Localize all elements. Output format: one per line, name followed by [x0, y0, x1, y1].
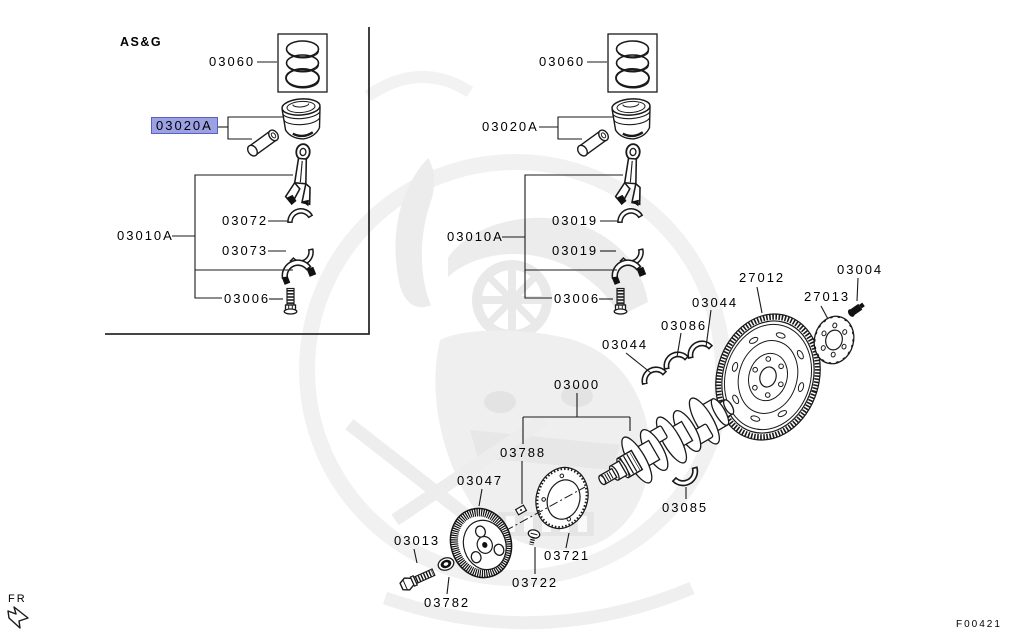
- part-label-rod-bolt-right[interactable]: 03006: [554, 291, 601, 306]
- part-label-woodruff-key[interactable]: 03788: [500, 445, 547, 460]
- piston-rings-left-drawing: [277, 33, 328, 93]
- sensor-disc-drawing: [535, 466, 589, 530]
- part-label-rings-right[interactable]: 03060: [539, 54, 586, 69]
- piston-right-drawing: [574, 96, 654, 159]
- part-label-pulley-bolt[interactable]: 03013: [394, 533, 441, 548]
- woodruff-key-drawing: [514, 504, 528, 516]
- part-label-main-bearing-center[interactable]: 03086: [661, 318, 708, 333]
- front-marker-label: FR: [8, 593, 27, 605]
- background-watermark: [299, 70, 731, 630]
- assembly-axis-line: [504, 486, 586, 532]
- part-label-rod-bearing-upper-left[interactable]: 03072: [222, 213, 269, 228]
- leader-lines: [172, 61, 859, 595]
- part-label-flywheel[interactable]: 27012: [739, 270, 786, 285]
- part-label-rod-bearing-upper-right[interactable]: 03019: [552, 213, 599, 228]
- main-bearing-rear-drawing: [683, 335, 714, 360]
- pulley-bolt-drawing: [399, 568, 436, 591]
- part-label-crankshaft[interactable]: 03000: [554, 377, 601, 392]
- crankshaft-drawing: [598, 397, 735, 486]
- rod-bolt-left-drawing: [284, 289, 297, 315]
- adapter-plate-drawing: [813, 315, 855, 365]
- crank-pulley-drawing: [449, 507, 513, 579]
- rod-cap-right-drawing: [607, 254, 647, 285]
- part-label-rod-asm-right[interactable]: 03010A: [447, 229, 504, 244]
- part-label-disc-bolt[interactable]: 03722: [512, 575, 559, 590]
- figure-code: F00421: [956, 619, 1002, 630]
- flywheel-drawing: [715, 313, 821, 441]
- piston-left-drawing: [244, 96, 324, 159]
- main-bearing-center-drawing: [659, 346, 690, 371]
- asg-group-box: [105, 27, 370, 335]
- rod-cap-left-drawing: [277, 254, 317, 285]
- part-label-rod-bolt-left[interactable]: 03006: [224, 291, 271, 306]
- pulley-washer-drawing: [437, 557, 455, 571]
- part-label-adapter-plate[interactable]: 27013: [804, 289, 851, 304]
- part-label-sensor-disc[interactable]: 03721: [544, 548, 591, 563]
- part-label-rings-left[interactable]: 03060: [209, 54, 256, 69]
- part-label-rod-bearing-lower-left[interactable]: 03073: [222, 243, 269, 258]
- part-label-main-bearing-rear[interactable]: 03044: [692, 295, 739, 310]
- piston-rings-right-drawing: [607, 33, 658, 93]
- part-label-rod-asm-left[interactable]: 03010A: [117, 228, 174, 243]
- part-label-main-bearing-lower[interactable]: 03085: [662, 500, 709, 515]
- disc-bolt-drawing: [527, 529, 541, 546]
- part-label-piston-right[interactable]: 03020A: [482, 119, 539, 134]
- part-label-rod-bearing-lower-right[interactable]: 03019: [552, 243, 599, 258]
- part-label-piston-left-highlighted[interactable]: 03020A: [151, 117, 218, 134]
- asg-variant-note: AS&G: [120, 35, 163, 49]
- part-label-pulley-washer[interactable]: 03782: [424, 595, 471, 610]
- rod-bearing-upper-left-drawing: [284, 205, 314, 225]
- part-label-flywheel-bolt[interactable]: 03004: [837, 262, 884, 277]
- flywheel-bolt-drawing: [847, 302, 865, 317]
- part-label-crank-pulley[interactable]: 03047: [457, 473, 504, 488]
- front-direction-arrow-icon: [7, 606, 29, 629]
- part-label-main-bearing-front[interactable]: 03044: [602, 337, 649, 352]
